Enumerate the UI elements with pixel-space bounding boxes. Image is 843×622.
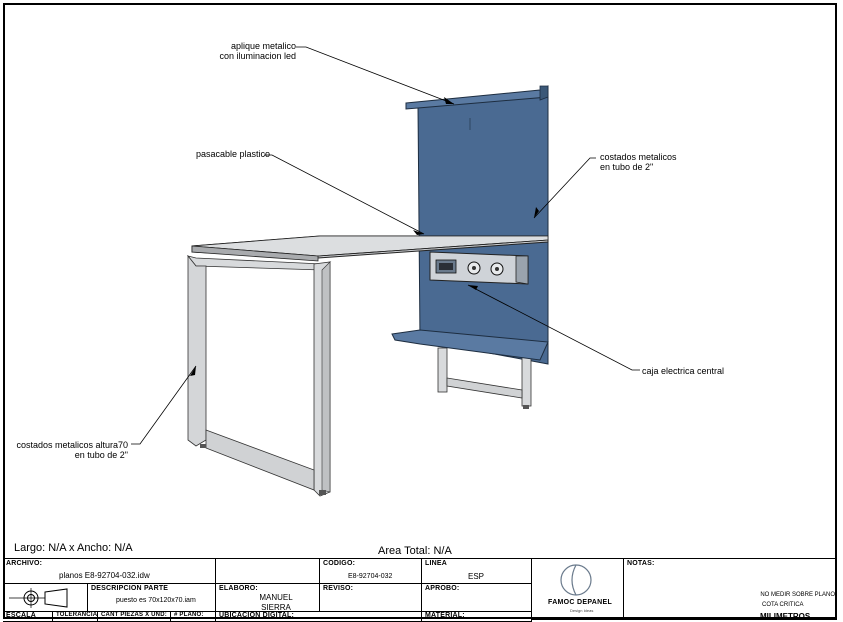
linea-label: LINEA — [425, 560, 447, 567]
cant-piezas-label: CANT PIEZAS X UND: — [101, 612, 167, 618]
notas-label: NOTAS: — [627, 560, 655, 567]
num-plano-label: # PLANO: — [174, 612, 204, 618]
logo-tagline: Design Ideas — [570, 608, 594, 613]
right-leg-back — [521, 355, 532, 407]
linea-cell: LINEA ESP — [422, 559, 532, 584]
leader-arrows — [190, 97, 539, 376]
area-total-text: Area Total: N/A — [378, 545, 452, 557]
archivo-cell: ARCHIVO: planos E8-92704-032.idw — [3, 559, 216, 584]
descripcion-value: puesto es 70x120x70.iam — [116, 597, 196, 604]
callout-costados-der-line1: costados metalicos — [600, 152, 677, 162]
notas-cell: NOTAS: NO MEDIR SOBRE PLANO COTA CRITICA… — [624, 559, 837, 620]
back-panel — [417, 95, 549, 365]
drawing-frame — [3, 3, 837, 619]
callout-pasacable: pasacable plastico — [196, 149, 271, 159]
ubicacion-label: UBICACION DIGITAL: — [219, 612, 295, 619]
codigo-cell: CODIGO: E8-92704-032 — [320, 559, 422, 584]
elaboro-label: ELABORO: — [219, 585, 258, 592]
famoc-logo-icon — [560, 564, 592, 596]
cant-piezas-cell: CANT PIEZAS X UND: — [98, 612, 171, 622]
third-angle-projection-icon — [9, 588, 68, 608]
descripcion-cell: DESCRIPCION PARTE puesto es 70x120x70.ia… — [88, 584, 216, 612]
logo-cell: FAMOC DEPANEL Design Ideas — [532, 559, 624, 620]
callout-costados-der-line2: en tubo de 2" — [600, 162, 654, 172]
callout-aplique: aplique metalico con iluminacion led — [214, 41, 296, 61]
codigo-label: CODIGO: — [323, 560, 356, 567]
leader-lines — [131, 46, 640, 445]
num-plano-cell: # PLANO: — [171, 612, 216, 622]
reviso-label: REVISO: — [323, 585, 354, 592]
elaboro-cell: ELABORO: MANUEL SIERRA — [216, 584, 320, 612]
material-label: MATERIAL: — [425, 612, 465, 619]
archivo-label: ARCHIVO: — [6, 560, 43, 567]
logo-text: FAMOC DEPANEL — [548, 599, 613, 606]
left-foot-bar — [205, 429, 315, 491]
escala-cell: ESCALA — [3, 612, 53, 622]
lower-tray — [391, 329, 549, 361]
ubicacion-cell: UBICACION DIGITAL: — [216, 612, 422, 622]
milimetros-text: MILIMETROS — [760, 612, 811, 620]
tolerancia-label: TOLERANCIA — [56, 612, 98, 618]
escala-label: ESCALA — [6, 612, 36, 619]
right-leg-front — [437, 347, 448, 393]
callout-aplique-line1: aplique metalico — [230, 41, 296, 51]
tolerancia-cell: TOLERANCIA — [53, 612, 98, 622]
aprobo-cell: APROBO: — [422, 584, 532, 612]
right-foot-bar — [446, 377, 523, 399]
descripcion-label: DESCRIPCION PARTE — [91, 585, 169, 592]
callout-costados-izq-line1: costados metalicos altura70 — [16, 440, 128, 450]
blank-cell — [216, 559, 320, 584]
archivo-value: planos E8-92704-032.idw — [59, 571, 150, 580]
callout-caja-electrica: caja electrica central — [642, 366, 725, 376]
material-cell: MATERIAL: — [422, 612, 532, 622]
linea-value: ESP — [468, 572, 485, 581]
callout-aplique-line2: con iluminacion led — [219, 51, 296, 61]
cota-critica-text: COTA CRITICA — [762, 602, 804, 608]
aprobo-label: APROBO: — [425, 585, 460, 592]
callout-costados-izq-line2: en tubo de 2" — [74, 450, 128, 460]
title-block: ARCHIVO: planos E8-92704-032.idw CODIGO:… — [3, 558, 837, 622]
left-leg-back — [187, 254, 207, 447]
projection-symbol-cell — [3, 584, 88, 612]
callout-costados-derecha: costados metalicos en tubo de 2" — [600, 152, 677, 172]
callout-costados-izquierda: costados metalicos altura70 en tubo de 2… — [10, 440, 128, 460]
elaboro-value: MANUEL SIERRA — [259, 593, 293, 612]
codigo-value: E8-92704-032 — [348, 573, 393, 580]
no-medir-text: NO MEDIR SOBRE PLANO — [760, 592, 835, 598]
reviso-cell: REVISO: — [320, 584, 422, 612]
largo-ancho-text: Largo: N/A x Ancho: N/A — [14, 542, 133, 554]
